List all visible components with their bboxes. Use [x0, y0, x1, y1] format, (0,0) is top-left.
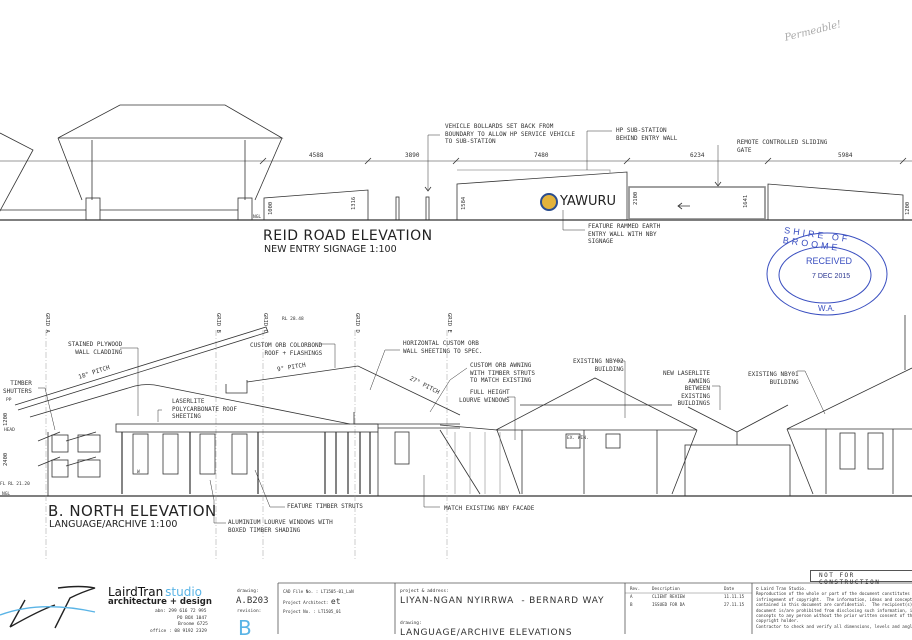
note-feature-wall: FEATURE RAMMED EARTH ENTRY WALL WITH NBY…: [588, 223, 661, 245]
note-louvres: ALUMINIUM LOURVE WINDOWS WITH BOXED TIMB…: [228, 519, 333, 534]
grid-b: GRID B: [215, 313, 221, 333]
note-new-awning: NEW LASERLITE AWNING BETWEEN EXISTING BU…: [663, 370, 710, 407]
stamp-date: 7 DEC 2015: [812, 273, 851, 280]
pp-label: PP: [6, 398, 12, 403]
height-1200-north: 1200: [3, 412, 9, 426]
dim-7480: 7480: [534, 152, 549, 159]
note-gate: REMOTE CONTROLLED SLIDING GATE: [737, 139, 828, 154]
note-plywood: STAINED PLYWOOD WALL CLADDING: [68, 341, 123, 356]
height-2100: 2100: [633, 191, 639, 205]
dim-4588: 4588: [309, 152, 324, 159]
note-shutters: TIMBER SHUTTERS: [3, 380, 32, 395]
window-mark-ex: EX. WIN.: [567, 436, 589, 441]
height-1316: 1316: [351, 196, 357, 210]
height-1200: 1200: [905, 201, 911, 215]
cad-file: CAD File No. : LT1505-01_LaN: [283, 589, 354, 594]
rl-label: RL 28.48: [282, 317, 304, 322]
yawuru-signage: YAWURU: [560, 194, 617, 209]
note-colorbond: CUSTOM ORB COLORBOND ROOF + FLASHINGS: [250, 342, 323, 357]
company-town: Broome 6725: [178, 622, 208, 627]
ngl-label-north: NGL: [2, 492, 11, 497]
company-logo-icon: [0, 585, 96, 629]
height-1641: 1641: [743, 194, 749, 208]
note-substation: HP SUB-STATION BEHIND ENTRY WALL: [616, 127, 678, 142]
revision-letter: B: [238, 616, 252, 640]
note-nby01: EXISTING NBY01 BUILDING: [748, 371, 799, 386]
revision-row-date: 11.11.15: [724, 594, 745, 599]
received-stamp-ring: [766, 232, 888, 316]
fl-label: FL RL 21.20: [0, 482, 30, 487]
revision-row-rev: A: [630, 594, 633, 599]
reid-road-title: REID ROAD ELEVATION: [263, 228, 433, 244]
dim-6234: 6234: [690, 152, 705, 159]
company-tagline: architecture + design: [108, 597, 212, 607]
project-architect-value: et: [330, 597, 341, 606]
note-laserlite: LASERLITE POLYCARBONATE ROOF SHEETING: [172, 398, 238, 420]
grid-c: GRID C: [262, 313, 268, 333]
drawing-label: drawing:: [237, 589, 259, 594]
grid-d: GRID D: [354, 313, 360, 333]
revision-row-rev: B: [630, 602, 633, 607]
note-nby02: EXISTING NBY02 BUILDING: [573, 358, 624, 373]
height-2400-north: 2400: [3, 452, 9, 466]
drawing-number: A.B203: [236, 596, 269, 606]
grid-a: GRID A: [44, 313, 50, 333]
revision-row-date: 27.11.15: [724, 602, 745, 607]
project-label: project & address:: [400, 589, 449, 594]
company-name-studio: studio: [165, 585, 203, 599]
note-facade: MATCH EXISTING NBY FACADE: [444, 505, 535, 512]
title-block-lines: [277, 582, 912, 634]
note-bollards: VEHICLE BOLLARDS SET BACK FROM BOUNDARY …: [445, 123, 576, 145]
ngl-label: NGL: [253, 215, 262, 220]
north-elevation-title: B. NORTH ELEVATION: [48, 502, 217, 520]
not-for-construction-box: NOT FOR CONSTRUCTION: [810, 570, 912, 586]
reid-road-elevation-drawing: [0, 104, 912, 231]
stamp-state: W.A.: [818, 304, 835, 313]
reid-road-subtitle: NEW ENTRY SIGNAGE 1:100: [264, 244, 397, 255]
head-label: HEAD: [4, 428, 15, 433]
dim-3890: 3890: [405, 152, 420, 159]
company-office: office : 08 9192 2329: [150, 629, 207, 634]
not-for-construction: NOT FOR CONSTRUCTION: [819, 572, 881, 586]
revision-row-description: ISSUED FOR DA: [652, 602, 685, 607]
grid-e: GRID E: [446, 313, 452, 333]
north-elevation-subtitle: LANGUAGE/ARCHIVE 1:100: [49, 519, 178, 530]
project-architect: Project Architect: et: [283, 597, 341, 607]
dim-5984: 5984: [838, 152, 853, 159]
rev-header-date: Date: [724, 586, 735, 591]
note-struts: FEATURE TIMBER STRUTS: [287, 503, 363, 510]
north-elevation-drawing: [0, 315, 912, 560]
height-1584: 1584: [461, 196, 467, 210]
company-po-box: PO BOX 1047: [177, 616, 207, 621]
height-1000: 1000: [268, 201, 274, 215]
rev-header-rev: Rev.: [630, 586, 641, 591]
yawuru-logo-icon: [540, 193, 558, 211]
drawing-title-label: drawing:: [400, 621, 422, 626]
revision-row-description: CLIENT REVIEW: [652, 594, 685, 599]
note-horizontal: HORIZONTAL CUSTOM ORB WALL SHEETING TO S…: [403, 340, 483, 355]
rev-header-description: Description: [652, 586, 680, 591]
project-number: Project No. : LT1505_01: [283, 609, 341, 614]
revision-label: revision:: [237, 609, 262, 614]
project-name: LIYAN-NGAN NYIRRWA - BERNARD WAY: [400, 596, 605, 606]
note-louvre-full: FULL HEIGHT LOURVE WINDOWS: [459, 389, 510, 404]
copyright-notice: © Laird Tran Studio. Reproduction of the…: [756, 586, 912, 629]
stamp-status: RECEIVED: [806, 256, 853, 266]
project-architect-label: Project Architect:: [283, 600, 329, 605]
note-awning: CUSTOM ORB AWNING WITH TIMBER STRUTS TO …: [470, 362, 536, 384]
company-abn: abn: 299 616 72 995: [155, 609, 207, 614]
company-name-main: LairdTran: [108, 585, 164, 599]
window-mark-w: W: [137, 470, 140, 475]
drawing-title: LANGUAGE/ARCHIVE ELEVATIONS: [400, 628, 573, 638]
